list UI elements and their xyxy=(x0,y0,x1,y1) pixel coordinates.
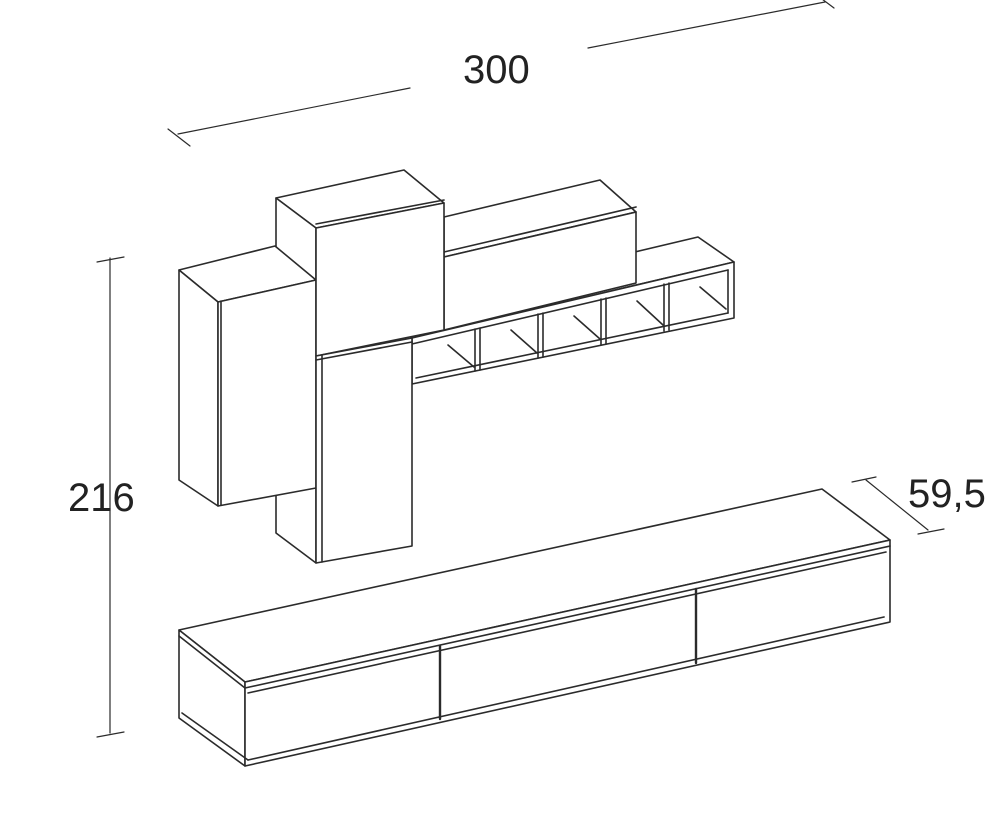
depth-label: 59,5 xyxy=(908,472,986,516)
height-label: 216 xyxy=(68,476,135,520)
tv-base-unit xyxy=(178,488,891,767)
depth-dimension-line xyxy=(851,476,945,535)
height-dimension-line xyxy=(96,256,125,738)
left-wall-cabinet xyxy=(178,245,317,507)
tall-column-upper-door xyxy=(315,199,445,357)
width-label: 300 xyxy=(463,48,530,92)
tall-column-lower-door xyxy=(315,337,413,564)
width-dimension-line xyxy=(167,0,835,147)
